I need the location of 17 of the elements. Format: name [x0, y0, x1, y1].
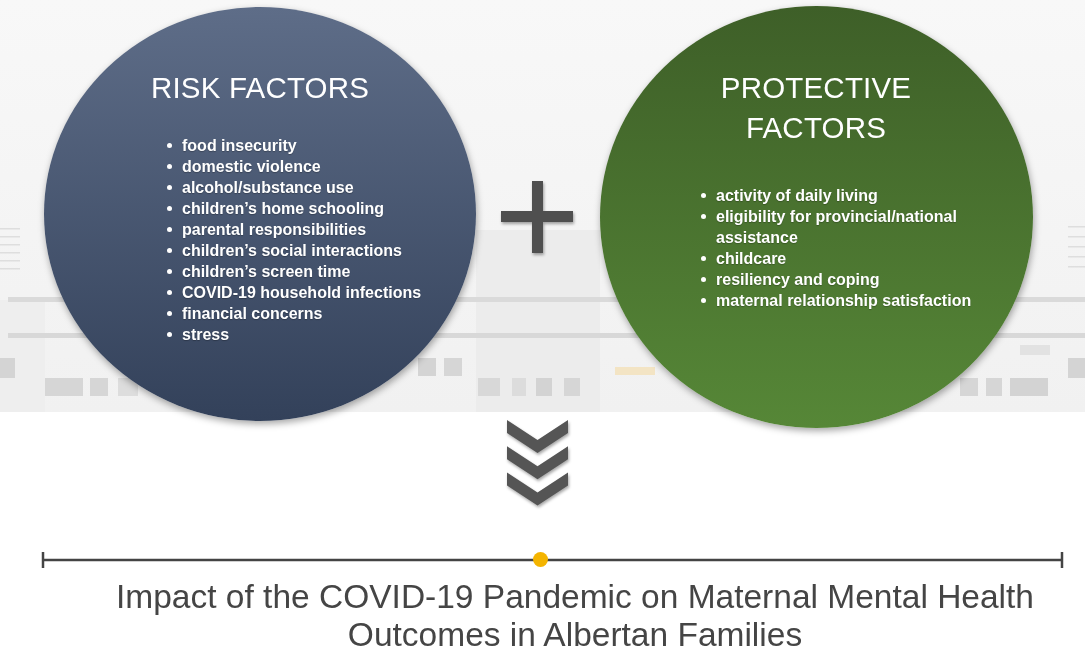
- bullet-item: resiliency and coping: [699, 268, 984, 290]
- bullet-item: alcohol/substance use: [165, 176, 445, 198]
- bullet-item: parental responsibilities: [165, 218, 445, 240]
- bullet-item: maternal relationship satisfaction: [699, 289, 984, 311]
- bullet-item: domestic violence: [165, 155, 445, 177]
- circle-heading: PROTECTIVE FACTORS: [719, 70, 913, 146]
- circle-heading: RISK FACTORS: [149, 70, 371, 106]
- bullet-item: financial concerns: [165, 302, 445, 324]
- bullet-item: children’s home schooling: [165, 197, 445, 219]
- bullet-item: activity of daily living: [699, 184, 984, 206]
- bullet-item: children’s social interactions: [165, 239, 445, 261]
- bullet-item: children’s screen time: [165, 260, 445, 282]
- bullet-item: COVID-19 household infections: [165, 281, 445, 303]
- bullet-item: childcare: [699, 247, 984, 269]
- bullet-item: food insecurity: [165, 134, 445, 156]
- bullet-item: stress: [165, 323, 445, 345]
- outcome-text: Impact of the COVID-19 Pandemic on Maternal Mental Health Outcomes in Albertan Families: [115, 578, 1035, 654]
